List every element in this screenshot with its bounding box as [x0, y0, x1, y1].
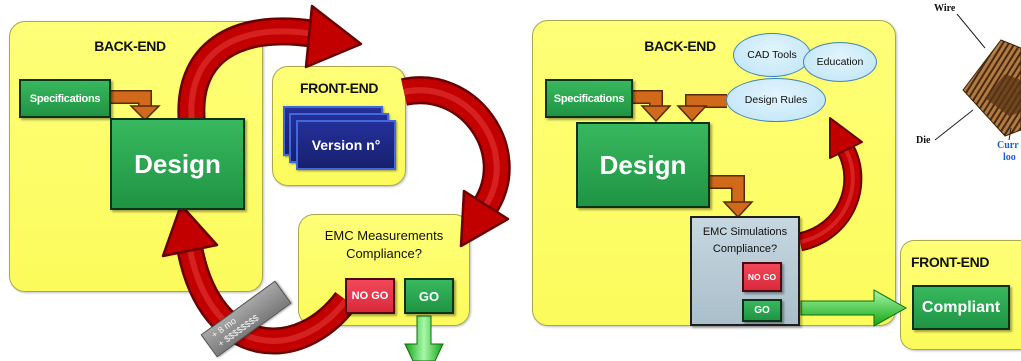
education-bubble: Education — [803, 42, 877, 82]
right-design-box: Design — [576, 122, 710, 208]
version-box: Version n° — [296, 120, 396, 170]
compliant-box: Compliant — [912, 285, 1010, 330]
die-body — [985, 74, 1021, 116]
left-specifications-box: Specifications — [19, 79, 111, 118]
left-no-go-box: NO GO — [345, 278, 395, 314]
emc-simulations-label: EMC Simulations — [702, 226, 788, 238]
current-loop-label-line2: loo — [1003, 152, 1016, 163]
wire-label: Wire — [934, 3, 956, 14]
left-design-box: Design — [110, 118, 245, 210]
right-go-box: GO — [742, 299, 782, 322]
left-frontend-title: FRONT-END — [299, 80, 379, 96]
left-backend-title: BACK-END — [94, 38, 166, 54]
wire-pointer-line — [956, 13, 986, 49]
die-pointer-line — [934, 109, 974, 141]
right-specifications-box: Specifications — [545, 79, 633, 118]
die-label: Die — [916, 135, 931, 146]
right-no-go-box: NO GO — [742, 262, 782, 292]
emc-measurements-label: EMC Measurements — [324, 228, 444, 243]
delay-cost-tag: + 8 mo + $$$$$$$$ — [200, 280, 292, 358]
emc-simulations-question: Compliance? — [712, 243, 778, 255]
current-loop-label-line1: Curr — [997, 140, 1019, 151]
emc-measurements-question: Compliance? — [346, 246, 422, 261]
cad-tools-bubble: CAD Tools — [733, 33, 811, 77]
chip-bond-wire-illustration — [934, 13, 1021, 141]
design-rules-bubble: Design Rules — [726, 78, 826, 122]
right-backend-title: BACK-END — [644, 38, 716, 54]
right-frontend-title: FRONT-END — [910, 254, 990, 270]
current-loop-pointer-line — [1008, 127, 1012, 141]
left-go-box: GO — [404, 278, 454, 314]
